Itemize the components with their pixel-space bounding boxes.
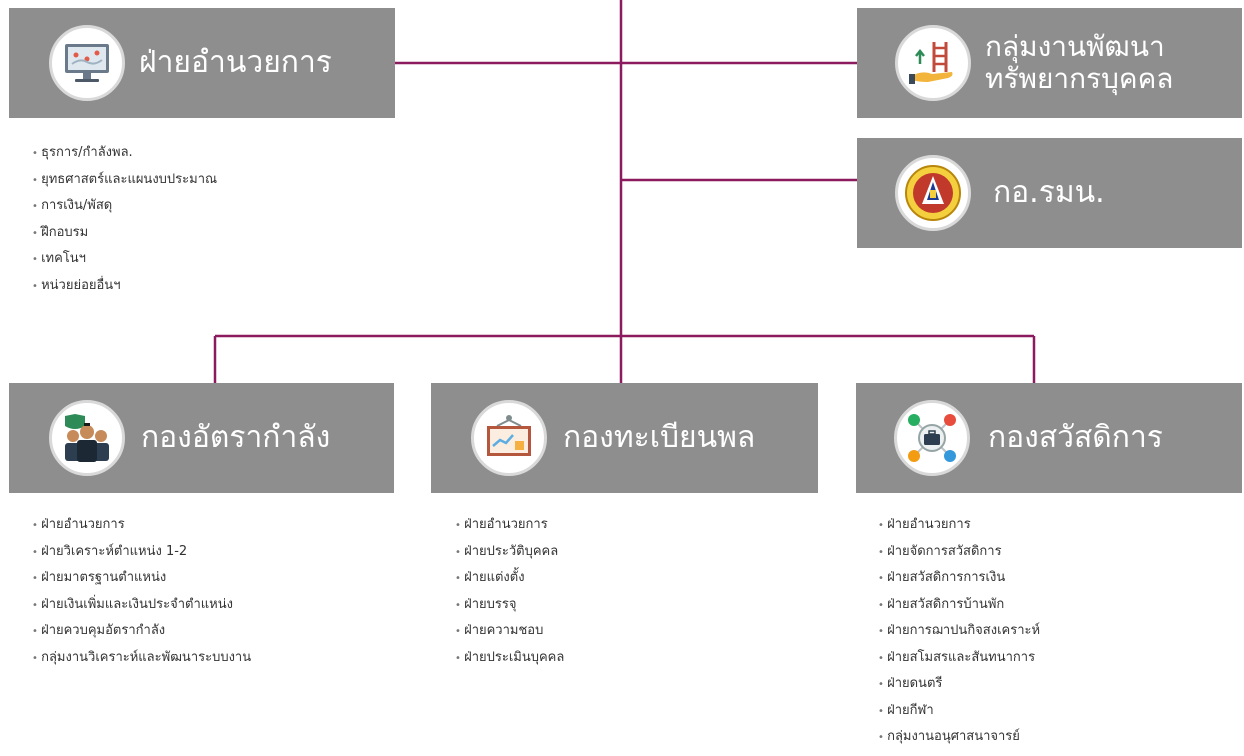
list-item: ฝ่ายสวัสดิการบ้านพัก	[878, 592, 1040, 619]
node-registry-list: ฝ่ายอำนวยการ ฝ่ายประวัติบุคคล ฝ่ายแต่งตั…	[455, 512, 564, 671]
list-item: ฝ่ายควบคุมอัตรากำลัง	[32, 618, 251, 645]
list-item: ฝ่ายความชอบ	[455, 618, 564, 645]
node-hrd: กลุ่มงานพัฒนา ทรัพยากรบุคคล	[857, 8, 1242, 118]
list-item: ยุทธศาสตร์และแผนงบประมาณ	[32, 167, 217, 194]
emblem-seal-icon	[895, 155, 971, 231]
list-item: ฝ่ายสโมสรและสันทนาการ	[878, 645, 1040, 672]
list-item: กลุ่มงานวิเคราะห์และพัฒนาระบบงาน	[32, 645, 251, 672]
list-item: ฝ่ายกีฬา	[878, 698, 1040, 725]
node-kor: กอ.รมน.	[857, 138, 1242, 248]
list-item: กลุ่มงานอนุศาสนาจารย์	[878, 724, 1040, 751]
list-item: ฝ่ายจัดการสวัสดิการ	[878, 539, 1040, 566]
monitor-map-icon	[49, 25, 125, 101]
node-kor-title: กอ.รมน.	[993, 175, 1105, 210]
list-item: ฝ่ายสวัสดิการการเงิน	[878, 565, 1040, 592]
hand-ladder-icon	[895, 25, 971, 101]
node-admin: ฝ่ายอำนวยการ	[9, 8, 395, 118]
node-hrd-title-line2: ทรัพยากรบุคคล	[985, 62, 1174, 95]
list-item: ฝึกอบรม	[32, 220, 217, 247]
list-item: เทคโนฯ	[32, 246, 217, 273]
node-strength: กองอัตรากำลัง	[9, 383, 394, 493]
node-welfare-title: กองสวัสดิการ	[988, 420, 1163, 455]
list-item: ธุรการ/กำลังพล.	[32, 140, 217, 167]
node-hrd-title: กลุ่มงานพัฒนา ทรัพยากรบุคคล	[985, 31, 1173, 95]
list-item: ฝ่ายอำนวยการ	[878, 512, 1040, 539]
list-item: หน่วยย่อยอื่นฯ	[32, 273, 217, 300]
presentation-board-icon	[471, 400, 547, 476]
list-item: การเงิน/พัสดุ	[32, 193, 217, 220]
node-welfare: กองสวัสดิการ	[856, 383, 1242, 493]
list-item: ฝ่ายอำนวยการ	[455, 512, 564, 539]
list-item: ฝ่ายประวัติบุคคล	[455, 539, 564, 566]
list-item: ฝ่ายบรรจุ	[455, 592, 564, 619]
list-item: ฝ่ายวิเคราะห์ตำแหน่ง 1-2	[32, 539, 251, 566]
list-item: ฝ่ายการฌาปนกิจสงเคราะห์	[878, 618, 1040, 645]
briefcase-network-icon	[894, 400, 970, 476]
list-item: ฝ่ายแต่งตั้ง	[455, 565, 564, 592]
node-admin-title: ฝ่ายอำนวยการ	[139, 45, 332, 80]
list-item: ฝ่ายอำนวยการ	[32, 512, 251, 539]
node-admin-list: ธุรการ/กำลังพล. ยุทธศาสตร์และแผนงบประมาณ…	[32, 140, 217, 299]
list-item: ฝ่ายดนตรี	[878, 671, 1040, 698]
node-strength-title: กองอัตรากำลัง	[141, 420, 331, 455]
node-registry-title: กองทะเบียนพล	[563, 420, 756, 455]
node-hrd-title-line1: กลุ่มงานพัฒนา	[985, 30, 1165, 63]
node-welfare-list: ฝ่ายอำนวยการ ฝ่ายจัดการสวัสดิการ ฝ่ายสวั…	[878, 512, 1040, 751]
node-registry: กองทะเบียนพล	[431, 383, 818, 493]
node-strength-list: ฝ่ายอำนวยการ ฝ่ายวิเคราะห์ตำแหน่ง 1-2 ฝ่…	[32, 512, 251, 671]
list-item: ฝ่ายมาตรฐานตำแหน่ง	[32, 565, 251, 592]
list-item: ฝ่ายประเมินบุคคล	[455, 645, 564, 672]
personnel-group-icon	[49, 400, 125, 476]
list-item: ฝ่ายเงินเพิ่มและเงินประจำตำแหน่ง	[32, 592, 251, 619]
